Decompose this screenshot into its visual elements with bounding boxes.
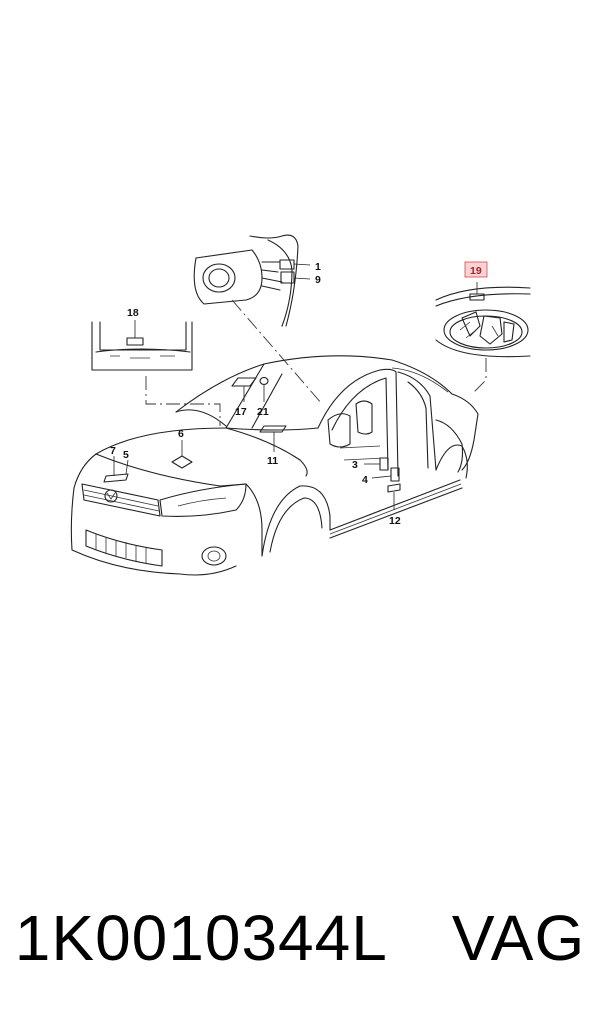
label-part-17: [231, 377, 257, 387]
label-part-3: [379, 457, 389, 471]
spare-wheel-well-detail: [435, 282, 531, 393]
label-part-11: [259, 425, 287, 433]
part-footer: 1K0010344L VAG: [0, 888, 600, 988]
callout-1: 1: [315, 261, 321, 273]
label-part-5: [103, 473, 129, 483]
label-part-18: [126, 337, 144, 346]
brand-name: VAG: [451, 902, 586, 974]
callout-21: 21: [257, 406, 269, 418]
part-number: 1K0010344L: [14, 902, 388, 974]
callout-12: 12: [389, 515, 401, 527]
callout-4: 4: [362, 474, 368, 486]
callout-19: 19: [470, 265, 482, 277]
callout-9: 9: [315, 274, 321, 286]
callout-5: 5: [123, 449, 129, 461]
callout-17: 17: [235, 406, 247, 418]
label-part-4: [390, 467, 400, 482]
callout-6: 6: [178, 428, 184, 440]
part-markers: [103, 376, 401, 510]
label-part-12: [387, 483, 401, 493]
label-part-9: [280, 271, 295, 284]
label-part-21: [259, 376, 269, 386]
car-body: [70, 355, 479, 576]
callout-numbers: 1 9 18 19 17 21 6 7 5 11 3 4 12: [110, 261, 488, 527]
hood-underside-detail: [91, 320, 193, 371]
parts-diagram: 1 9 18 19 17 21 6 7 5 11 3 4 12: [70, 234, 531, 576]
callout-7: 7: [110, 445, 116, 457]
callout-11: 11: [267, 455, 278, 467]
callout-19-highlight: [464, 261, 488, 278]
label-part-1: [279, 259, 295, 270]
callout-18: 18: [127, 307, 139, 319]
fuel-filler-detail: [193, 234, 311, 327]
callout-3: 3: [352, 459, 358, 471]
label-part-6: [171, 455, 193, 469]
